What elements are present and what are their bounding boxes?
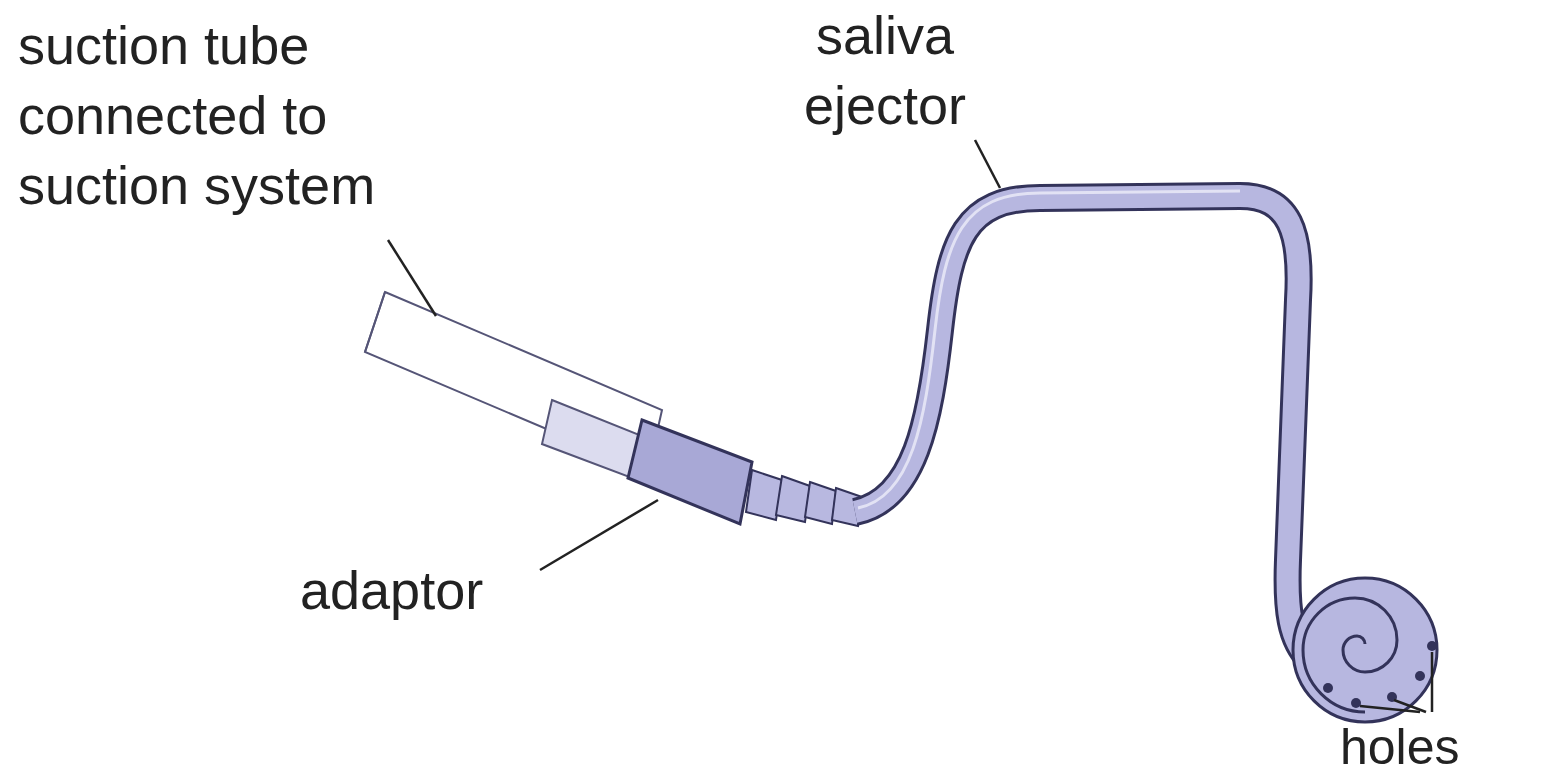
leader-lines xyxy=(388,140,1432,712)
ejector-tube xyxy=(855,196,1310,660)
tube-opening xyxy=(365,292,385,352)
hole-dots xyxy=(1323,641,1437,708)
part-label: adaptor xyxy=(300,555,600,625)
adaptor-body xyxy=(628,420,752,524)
adaptor-insert xyxy=(542,400,642,478)
part-label: holes xyxy=(1340,712,1530,782)
leader-line xyxy=(1431,652,1434,712)
leader-line xyxy=(540,500,658,570)
leader-line xyxy=(388,240,436,316)
tube-highlight xyxy=(858,191,1240,508)
hole xyxy=(1323,683,1333,693)
hole xyxy=(1415,671,1425,681)
leader-line xyxy=(975,140,1000,188)
hole xyxy=(1351,698,1361,708)
hole xyxy=(1427,641,1437,651)
spiral-tip xyxy=(1293,578,1437,722)
leader-line xyxy=(1394,700,1426,712)
ejector-tube-outline xyxy=(855,196,1310,660)
part-label: suction tube connected to suction system xyxy=(18,10,488,220)
spiral-coil xyxy=(1303,598,1397,712)
part-label: saliva ejector xyxy=(760,0,1010,140)
